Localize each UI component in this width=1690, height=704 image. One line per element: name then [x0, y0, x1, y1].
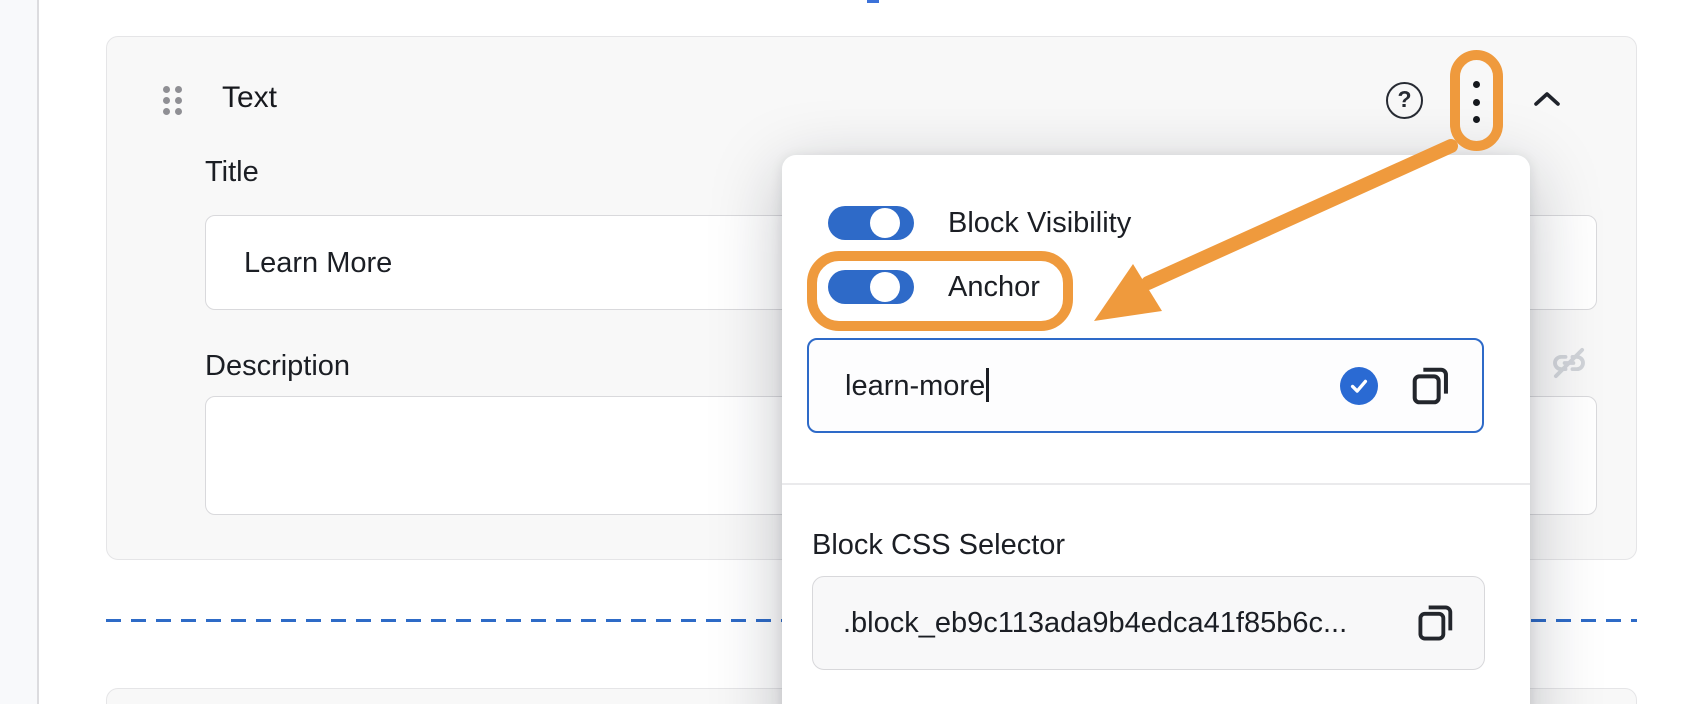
anchor-input-value: learn-more — [845, 368, 989, 403]
block-visibility-label: Block Visibility — [948, 206, 1132, 239]
block-title: Text — [222, 81, 278, 114]
title-field-label: Title — [205, 156, 259, 188]
block-settings-popup: Block Visibility Anchor learn-more — [782, 155, 1530, 704]
block-visibility-toggle[interactable] — [828, 206, 914, 240]
block-visibility-row: Block Visibility — [828, 206, 1131, 240]
drag-handle-icon[interactable] — [163, 86, 189, 118]
chevron-up-icon[interactable] — [1532, 88, 1562, 117]
copy-css-icon[interactable] — [1414, 600, 1458, 651]
kebab-menu-icon[interactable] — [1462, 78, 1490, 126]
popup-divider — [782, 483, 1530, 485]
text-caret — [986, 368, 989, 402]
anchor-input[interactable]: learn-more — [807, 338, 1484, 433]
css-selector-value: .block_eb9c113ada9b4edca41f85b6c... — [843, 606, 1348, 639]
insert-point-dash — [867, 0, 879, 3]
help-icon[interactable]: ? — [1386, 82, 1423, 119]
title-input-value: Learn More — [244, 247, 393, 279]
anchor-row: Anchor — [828, 270, 1040, 304]
css-selector-input[interactable]: .block_eb9c113ada9b4edca41f85b6c... — [812, 576, 1485, 670]
unlink-icon[interactable] — [1547, 342, 1591, 384]
css-selector-label: Block CSS Selector — [812, 529, 1066, 561]
description-field-label: Description — [205, 350, 351, 382]
sidebar-edge — [0, 0, 39, 704]
help-glyph: ? — [1397, 86, 1412, 112]
anchor-toggle[interactable] — [828, 270, 914, 304]
copy-anchor-icon[interactable] — [1408, 362, 1454, 415]
anchor-label: Anchor — [948, 270, 1040, 303]
check-icon[interactable] — [1340, 367, 1378, 405]
